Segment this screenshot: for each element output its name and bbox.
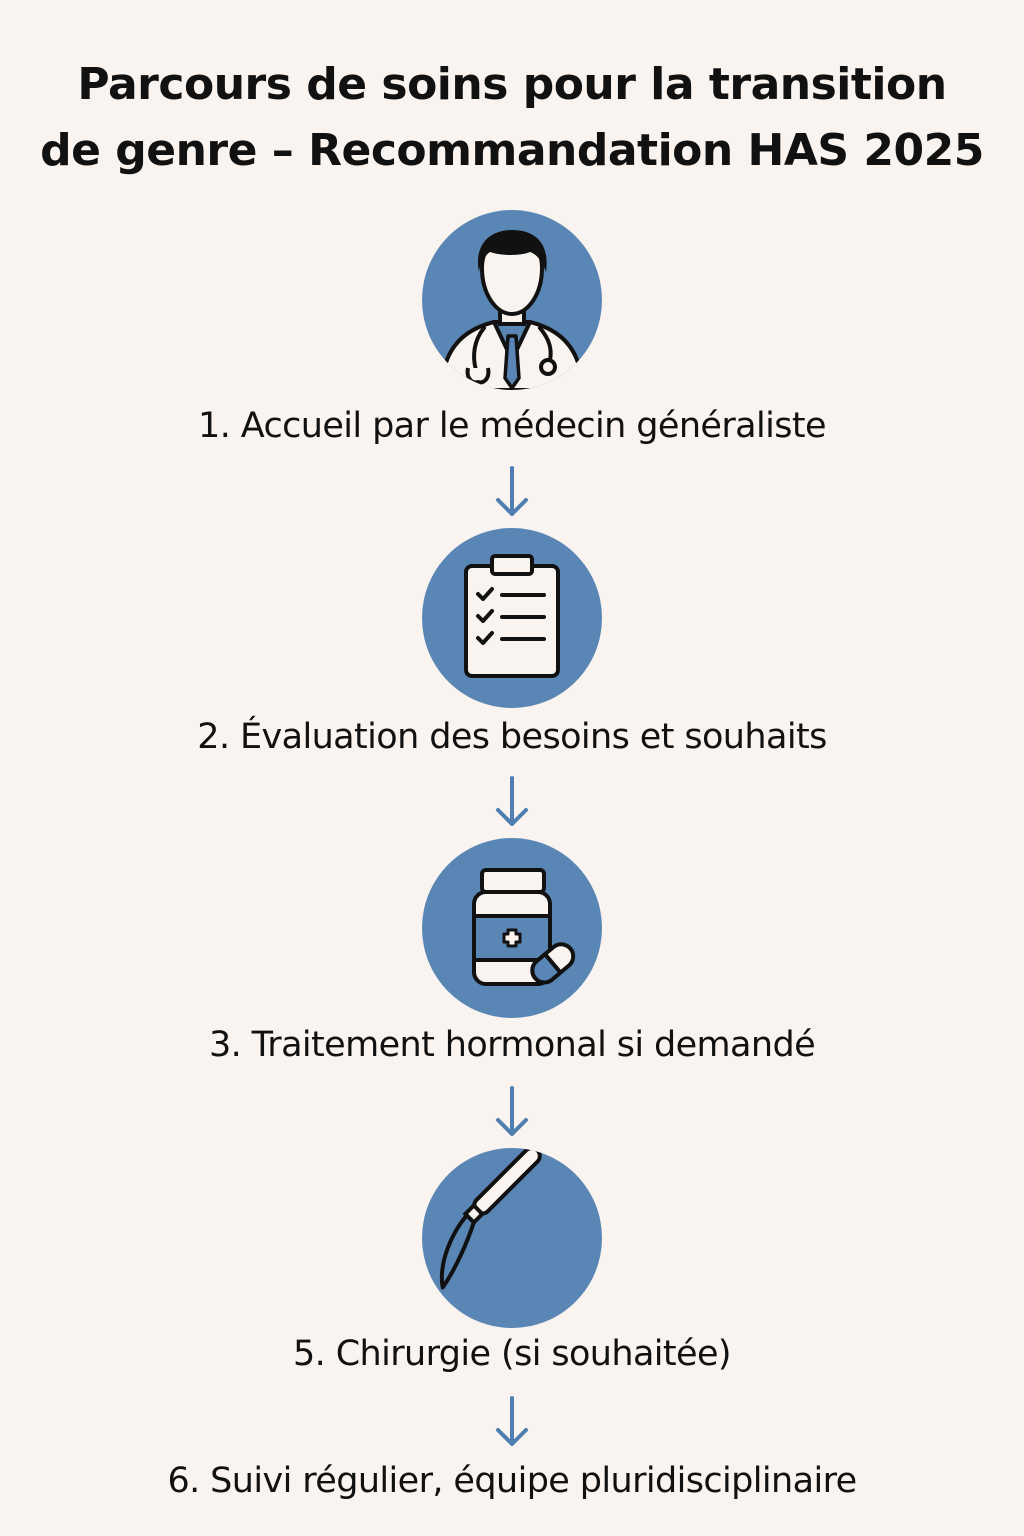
scalpel-icon <box>439 1148 542 1290</box>
title-line-1: Parcours de soins pour la transition <box>77 59 947 110</box>
step-3-icon-circle <box>422 838 602 1018</box>
arrow-down-icon <box>493 466 531 518</box>
step-3-label: 3. Traitement hormonal si demandé <box>208 1025 816 1065</box>
step-6-label: 6. Suivi régulier, équipe pluridisciplin… <box>167 1461 857 1501</box>
step-2-icon-circle <box>422 528 602 708</box>
diagram-title: Parcours de soins pour la transition de … <box>0 52 1024 184</box>
step-1-label: 1. Accueil par le médecin généraliste <box>198 406 826 446</box>
clipboard-checklist-icon <box>464 554 560 678</box>
doctor-icon <box>442 230 582 390</box>
arrow-down-icon <box>493 1086 531 1138</box>
title-line-2: de genre – Recommandation HAS 2025 <box>40 125 984 176</box>
step-5-label: 5. Chirurgie (si souhaitée) <box>293 1334 732 1374</box>
step-1-icon-circle <box>422 210 602 390</box>
arrow-down-icon <box>493 776 531 828</box>
step-5-icon-circle <box>422 1148 602 1328</box>
medicine-bottle-icon <box>472 868 576 986</box>
step-2-label: 2. Évaluation des besoins et souhaits <box>197 717 827 757</box>
arrow-down-icon <box>493 1396 531 1448</box>
